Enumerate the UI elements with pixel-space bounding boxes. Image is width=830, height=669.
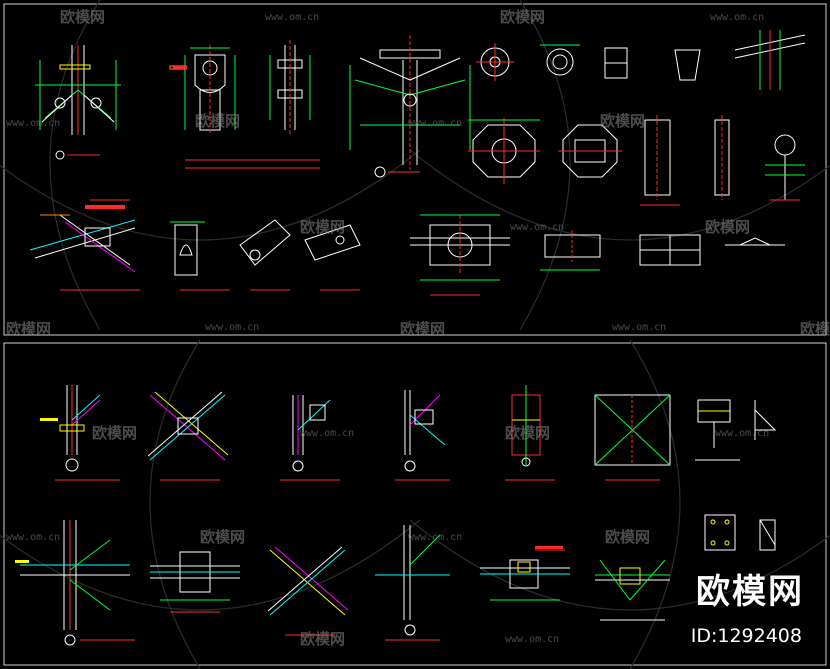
- watermark-brand: 欧模网: [6, 320, 52, 338]
- detail-lower-column-6: [375, 525, 450, 641]
- detail-lower-column-3: [395, 390, 450, 481]
- detail-lower-frame-brace: [594, 394, 671, 481]
- watermark-url: www.om.cn: [505, 634, 560, 645]
- watermark-url: www.om.cn: [300, 428, 355, 439]
- detail-lower-splice-1: [150, 551, 240, 613]
- detail-lower-section-a: [695, 399, 777, 461]
- detail-brace-connection-a: [29, 199, 140, 291]
- watermark-brand: 欧模网: [92, 424, 138, 442]
- detail-lower-column-1: [55, 385, 120, 481]
- watermark-brand: 欧模网: [300, 630, 346, 648]
- detail-lower-column-4: [505, 385, 555, 481]
- watermark-url: www.om.cn: [612, 322, 667, 333]
- detail-lower-cross-brace-1: [147, 391, 229, 481]
- watermark-url: www.om.cn: [510, 222, 565, 233]
- watermark-brand: 欧模网: [60, 8, 106, 26]
- detail-lower-cross-brace-2: [267, 546, 349, 636]
- watermark-brand: 欧模网: [300, 218, 346, 236]
- watermark-brand: 欧模网: [800, 320, 830, 338]
- watermark-brand: 欧模网: [505, 424, 551, 442]
- watermark-url: www.om.cn: [408, 118, 463, 129]
- lower-sheet-frame: [3, 342, 827, 666]
- watermark-brand: 欧模网: [200, 528, 246, 546]
- watermark-brand: 欧模网: [705, 218, 751, 236]
- watermark-url: www.om.cn: [6, 118, 61, 129]
- detail-lower-truss-joint: [595, 559, 670, 621]
- detail-round-plates: [476, 30, 806, 90]
- watermark-url: www.om.cn: [205, 322, 260, 333]
- watermark-url: www.om.cn: [408, 532, 463, 543]
- detail-octagon-plates: [468, 118, 622, 184]
- detail-plate-sections: [540, 230, 785, 271]
- detail-small-parts-row: [170, 219, 361, 291]
- corner-brand-logo: 欧模网: [696, 572, 804, 612]
- detail-tall-plates: [640, 115, 805, 206]
- watermark-brand: 欧模网: [605, 528, 651, 546]
- detail-lower-column-5: [20, 520, 135, 646]
- detail-bolted-joint: [410, 214, 510, 296]
- watermark-url: www.om.cn: [715, 428, 770, 439]
- watermark-brand: 欧模网: [195, 112, 241, 130]
- detail-column-brace-1: [35, 45, 121, 160]
- corner-resource-id: ID:1292408: [690, 625, 802, 647]
- detail-tree-column-joint: [349, 35, 471, 178]
- detail-lower-splice-2: [480, 549, 570, 601]
- watermark-brand: 欧模网: [400, 320, 446, 338]
- annotation-marks: [15, 66, 563, 563]
- watermark-brand: 欧模网: [500, 8, 546, 26]
- watermark-brand: 欧模网: [600, 112, 646, 130]
- detail-stiffener: [269, 40, 311, 135]
- watermark-url: www.om.cn: [265, 12, 320, 23]
- watermark-url: www.om.cn: [6, 532, 61, 543]
- detail-lower-column-2: [280, 395, 340, 481]
- upper-sheet-frame: [3, 3, 827, 336]
- detail-lower-base-plate: [704, 514, 776, 551]
- watermark-url: www.om.cn: [710, 12, 765, 23]
